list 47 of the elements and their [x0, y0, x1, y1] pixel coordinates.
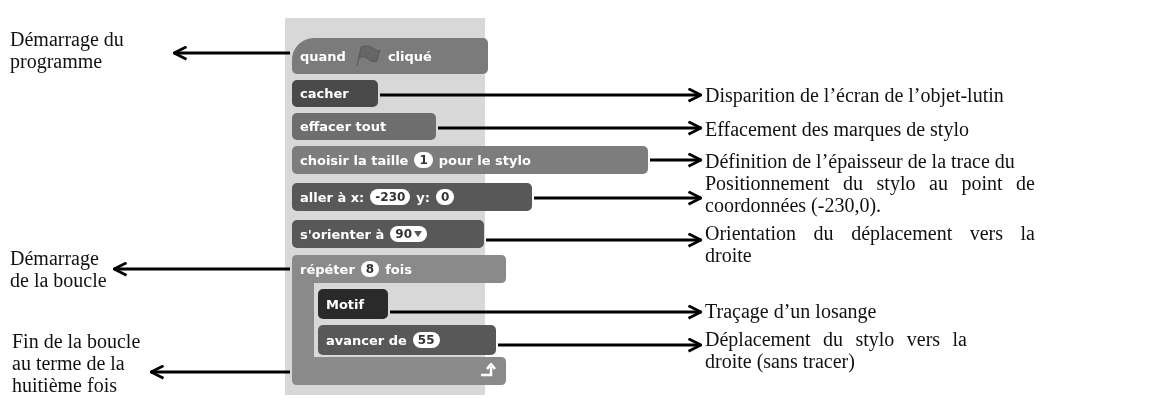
block-label: s'orienter à: [300, 226, 385, 242]
code-block: [292, 183, 532, 211]
code-block: [318, 289, 388, 319]
arrow: [438, 120, 703, 136]
block-label: effacer tout: [300, 119, 387, 134]
code-block: [292, 220, 484, 248]
arrow: [112, 261, 290, 277]
block-label: répéter: [300, 261, 355, 277]
annotation-text: Disparition de l’écran de l’objet-lutin: [705, 84, 1168, 106]
block-label: cacher: [300, 86, 349, 101]
annotation-text: Positionnement du stylo au point de coordonnées (-230,0).: [705, 172, 1035, 216]
value-field: 55: [412, 332, 440, 348]
arrow: [650, 152, 703, 168]
arrow: [390, 304, 703, 320]
block-label: y:: [416, 189, 431, 205]
arrow: [149, 364, 290, 380]
annotation-text: Démarrage de la boucle: [10, 247, 110, 291]
code-block: [292, 80, 378, 107]
arrow: [380, 87, 703, 103]
arrow: [534, 190, 703, 206]
value-field: 1: [414, 152, 433, 168]
block-label: aller à x:: [300, 189, 365, 205]
annotation-text: Déplacement du stylo vers la droite (sans tracer): [705, 328, 967, 372]
arrow: [172, 45, 290, 61]
code-block: [292, 146, 648, 174]
loop-block: [292, 255, 506, 385]
arrow: [486, 232, 703, 248]
value-field: 90: [390, 226, 428, 242]
annotation-text: Traçage d’un losange: [705, 300, 1168, 322]
annotation-text: Définition de l’épaisseur de la trace du: [705, 150, 1168, 172]
value-field: -230: [370, 189, 411, 205]
block-label: choisir la taille: [300, 152, 409, 168]
arrow: [498, 337, 703, 353]
annotation-text: Démarrage du programme: [10, 28, 170, 72]
block-label: pour le stylo: [438, 152, 531, 168]
code-block: [292, 113, 436, 140]
code-block: [318, 325, 496, 355]
annotation-text: Fin de la boucle au terme de la huitième fois: [12, 330, 147, 396]
block-label: Motif: [326, 296, 365, 312]
annotation-text: Orientation du déplacement vers la droite: [705, 222, 1035, 266]
value-field: 0: [436, 189, 455, 205]
block-label: fois: [385, 261, 412, 277]
block-label: cliqué: [387, 48, 432, 64]
block-label: quand: [300, 48, 346, 64]
annotation-text: Effacement des marques de stylo: [705, 118, 1168, 140]
block-label: avancer de: [326, 332, 407, 348]
hat-block: [292, 38, 488, 74]
